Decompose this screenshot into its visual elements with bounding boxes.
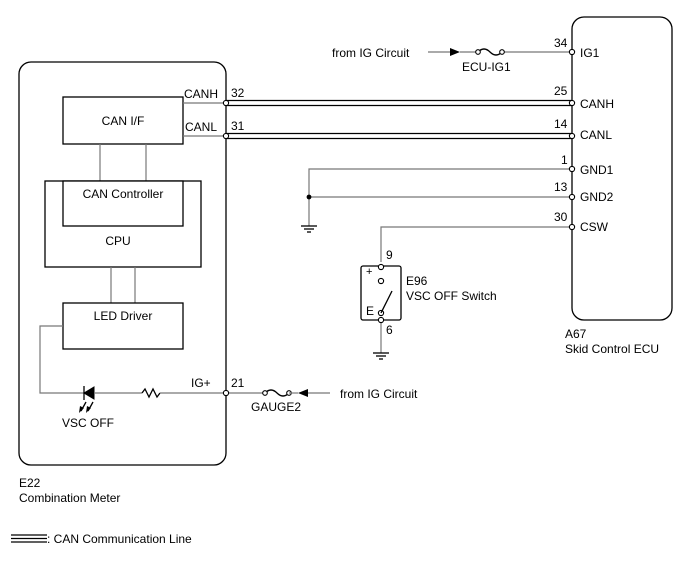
switch-pin-top-num: 9	[386, 248, 393, 262]
ecu-pin-gnd2-num: 13	[554, 180, 568, 194]
legend-can-line-label: : CAN Communication Line	[47, 532, 192, 546]
from-ig-circuit-bottom: from IG Circuit	[340, 387, 418, 401]
arrow-icon	[450, 48, 460, 56]
can-controller-label: CAN Controller	[83, 187, 164, 201]
meter-canh-label: CANH	[184, 87, 218, 101]
ecu-pin-gnd2-label: GND2	[580, 190, 614, 204]
ecu-pin-gnd1-label: GND1	[580, 163, 614, 177]
meter-canl-pin-num: 31	[231, 119, 245, 133]
skid-control-ecu: 34 IG1 25 CANH 14 CANL 1 GND1 13 GND2 30…	[554, 16, 673, 356]
skid-control-ecu-name: Skid Control ECU	[565, 342, 659, 356]
ecu-pin-gnd1-num: 1	[561, 153, 568, 167]
ground-icon	[301, 225, 317, 233]
switch-pin-bottom-num: 6	[386, 323, 393, 337]
can-if-block	[62, 96, 184, 145]
led-driver-label: LED Driver	[94, 309, 153, 323]
meter-canh-pin-num: 32	[231, 86, 245, 100]
meter-igp-label: IG+	[191, 376, 211, 390]
fuse-gauge2-label: GAUGE2	[251, 400, 301, 414]
resistor-icon	[141, 387, 161, 399]
ecu-pin-canh-num: 25	[554, 84, 568, 98]
can-controller-block	[62, 180, 184, 227]
fuse-gauge2-icon	[264, 389, 290, 397]
combination-meter-code: E22	[19, 476, 41, 490]
ig1-supply-circuit: from IG Circuit ECU-IG1	[332, 46, 572, 74]
can-communication-lines	[226, 99, 572, 140]
ecu-pin-ig1-label: IG1	[580, 46, 600, 60]
gauge2-supply-circuit: from IG Circuit GAUGE2	[226, 387, 418, 414]
cpu-label: CPU	[105, 234, 130, 248]
vsc-off-switch-code: E96	[406, 274, 428, 288]
ecu-pin-csw-num: 30	[554, 210, 568, 224]
vsc-off-led-icon	[79, 386, 95, 413]
ecu-pin-ig1-num: 34	[554, 36, 568, 50]
ecu-pin-canh-label: CANH	[580, 97, 614, 111]
skid-control-ecu-code: A67	[565, 327, 587, 341]
ecu-pin-csw-label: CSW	[580, 220, 609, 234]
ground-wiring	[301, 168, 572, 233]
meter-canl-label: CANL	[185, 120, 217, 134]
connector-pins	[222, 48, 576, 397]
can-line-legend-icon	[11, 534, 47, 543]
arrow-icon	[298, 389, 308, 397]
switch-plus-label: +	[366, 266, 372, 278]
can-if-label: CAN I/F	[102, 114, 145, 128]
fuse-ecu-ig1-label: ECU-IG1	[462, 60, 511, 74]
legend: : CAN Communication Line	[11, 532, 192, 546]
fuse-ecu-ig1-icon	[477, 48, 503, 56]
from-ig-circuit-top: from IG Circuit	[332, 46, 410, 60]
ecu-pin-canl-num: 14	[554, 117, 568, 131]
vsc-off-switch: + E 9 6 E96 VSC OFF Switch	[360, 226, 572, 360]
ecu-pin-canl-label: CANL	[580, 128, 612, 142]
vsc-off-switch-name: VSC OFF Switch	[406, 289, 497, 303]
combination-meter: CAN I/F CAN Controller CPU LED Driver VS…	[18, 61, 245, 505]
switch-e-label: E	[366, 304, 374, 318]
combination-meter-name: Combination Meter	[19, 491, 120, 505]
ground-icon	[373, 352, 389, 360]
meter-igp-pin-num: 21	[231, 376, 245, 390]
vsc-off-led-label: VSC OFF	[62, 416, 114, 430]
